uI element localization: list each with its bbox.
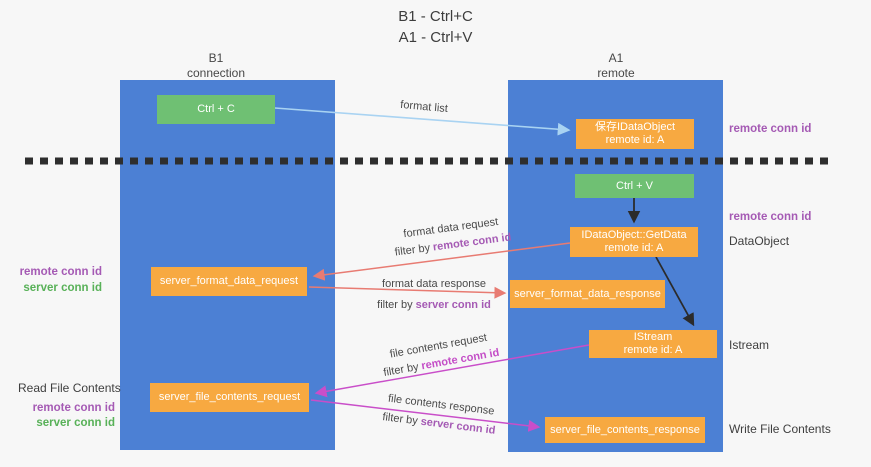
label-server-conn-id-left: server conn id [23, 282, 102, 294]
node-ctrl-v-label: Ctrl + V [616, 179, 653, 192]
format-data-response-text: format data response [382, 278, 486, 290]
node-server-file-contents-request: server_file_contents_request [150, 383, 309, 412]
label-dataobject: DataObject [729, 234, 790, 248]
diagram-title: B1 - Ctrl+C A1 - Ctrl+V [0, 6, 871, 48]
label-remote-conn-id-mid: remote conn id [729, 211, 812, 223]
node-ctrl-v: Ctrl + V [575, 174, 694, 198]
filter-prefix: filter by [382, 360, 423, 379]
lifeline-left-name: B1 [208, 51, 224, 65]
node-server-file-contents-response: server_file_contents_response [545, 417, 705, 443]
node-idataobject-getdata: IDataObject::GetData remote id: A [570, 227, 698, 257]
edge-label-format-list: format list [399, 98, 449, 116]
node-format-response-label: server_format_data_response [514, 287, 661, 300]
node-format-request-label: server_format_data_request [159, 275, 299, 287]
label-left-mid-conn-ids: remote conn id server conn id [18, 264, 102, 296]
node-server-format-data-request: server_format_data_request [151, 267, 307, 296]
label-read-file-contents: Read File Contents [18, 381, 121, 395]
filter-prefix: filter by [381, 411, 422, 428]
node-istream-line1: IStream [633, 331, 673, 343]
filter-key-server-conn-id: server conn id [415, 299, 491, 311]
lifeline-left-header: B1 connection [156, 51, 276, 81]
label-remote-conn-id-bottom: remote conn id [32, 402, 115, 414]
node-file-request-label: server_file_contents_request [158, 391, 301, 403]
lifeline-right-header: A1 remote [556, 51, 676, 81]
label-server-conn-id-bottom: server conn id [36, 417, 115, 429]
label-remote-conn-id-left: remote conn id [19, 266, 102, 278]
label-istream: Istream [729, 338, 770, 352]
node-ctrl-c: Ctrl + C [157, 95, 275, 124]
edge-label-file-contents-request: file contents request filter by remote c… [379, 328, 501, 382]
node-ctrl-c-label: Ctrl + C [197, 103, 235, 115]
title-line-1: B1 - Ctrl+C [398, 8, 473, 25]
node-file-response-label: server_file_contents_response [550, 423, 700, 436]
node-istream-line2: remote id: A [623, 344, 683, 356]
filter-prefix: filter by [377, 299, 416, 311]
filter-prefix: filter by [394, 241, 434, 259]
label-left-bottom-group: Read File Contents remote conn id server… [18, 381, 121, 431]
node-getdata-line1: IDataObject::GetData [581, 229, 687, 241]
edge-label-format-data-response: format data response filter by server co… [376, 274, 492, 316]
node-saved-dataobject-line2: remote id: A [605, 134, 665, 146]
node-server-format-data-response: server_format_data_response [510, 280, 665, 308]
lifeline-right-name: A1 [608, 51, 624, 65]
label-remote-conn-id-top: remote conn id [729, 123, 812, 135]
node-saved-dataobject: 保存IDataObject remote id: A [576, 119, 694, 149]
lifeline-left-role: connection [186, 66, 246, 80]
format-data-response-filter: filter by server conn id [376, 295, 492, 316]
edge-label-file-contents-response: file contents response filter by server … [376, 389, 504, 442]
node-istream: IStream remote id: A [589, 330, 717, 358]
title-line-2: A1 - Ctrl+V [398, 29, 473, 46]
lifeline-right-role: remote [597, 66, 635, 80]
node-saved-dataobject-line1: 保存IDataObject [594, 121, 676, 133]
edge-label-format-data-request: format data request filter by remote con… [386, 212, 517, 262]
label-write-file-contents: Write File Contents [729, 422, 831, 436]
node-getdata-line2: remote id: A [604, 242, 664, 254]
